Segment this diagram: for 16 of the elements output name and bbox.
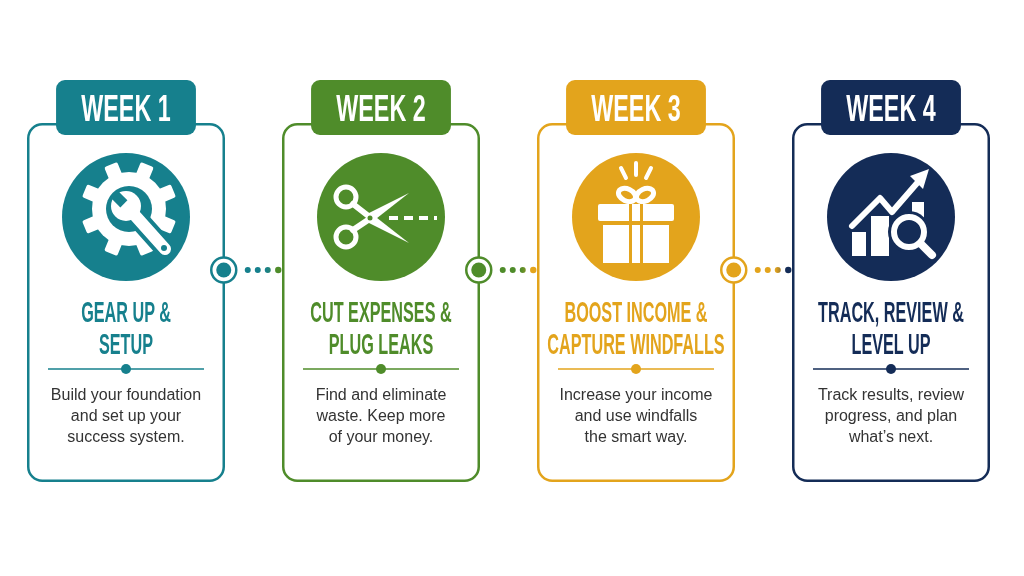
- week-tab: WEEK 4: [821, 80, 961, 135]
- step-title: GEAR UP & SETUP: [80, 296, 172, 360]
- step-description: Find and eliminate waste. Keep more of your money.: [314, 385, 448, 447]
- step-title: TRACK, REVIEW & LEVEL UP: [817, 296, 965, 360]
- step-title: BOOST INCOME & CAPTURE WINDFALLS: [546, 296, 726, 360]
- step-card: [792, 80, 990, 482]
- step-description: Increase your income and use windfalls the smart way.: [558, 385, 714, 447]
- step-card: [27, 80, 225, 482]
- step-card: [282, 80, 480, 482]
- step-title: CUT EXPENSES & PLUG LEAKS: [309, 296, 453, 360]
- step-description: Build your foundation and set up your success system.: [49, 385, 203, 447]
- step-card: [537, 80, 735, 482]
- week-tab: WEEK 3: [566, 80, 706, 135]
- week-tab: WEEK 1: [56, 80, 196, 135]
- week-tab: WEEK 2: [311, 80, 451, 135]
- step-description: Track results, review progress, and plan what’s next.: [816, 385, 966, 447]
